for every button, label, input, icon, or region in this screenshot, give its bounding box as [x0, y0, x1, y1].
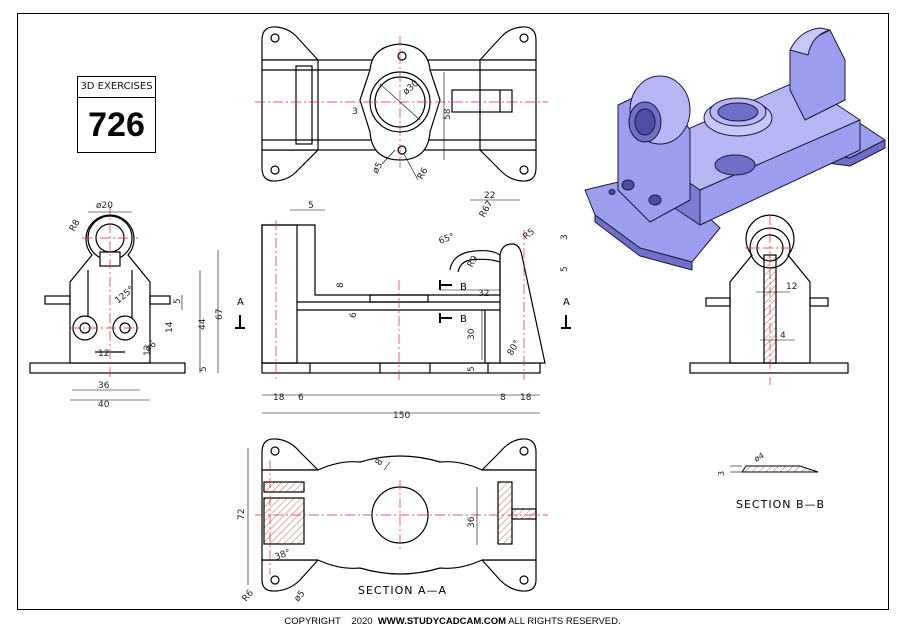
svg-text:ø4: ø4 — [753, 451, 766, 464]
svg-text:14: 14 — [165, 321, 175, 333]
svg-text:44: 44 — [198, 318, 208, 330]
svg-text:6: 6 — [349, 312, 359, 318]
svg-text:B: B — [460, 314, 467, 325]
svg-text:5: 5 — [199, 366, 209, 372]
section-b-markers: B B — [460, 282, 467, 325]
svg-text:A: A — [237, 297, 244, 308]
svg-text:ø20: ø20 — [96, 201, 113, 211]
svg-text:12: 12 — [143, 345, 153, 356]
copyright-label: COPYRIGHT — [284, 616, 341, 627]
exercise-number: 726 — [88, 106, 145, 144]
svg-text:30: 30 — [467, 328, 477, 340]
svg-text:32: 32 — [478, 289, 489, 299]
isometric-view — [584, 27, 886, 271]
section-b-dimensions: 3 ø4 — [717, 451, 766, 476]
svg-text:8: 8 — [500, 393, 506, 403]
svg-text:ø5: ø5 — [371, 161, 385, 176]
copyright-year: 2020 — [351, 616, 373, 627]
copyright-footer: COPYRIGHT 2020 WWW.STUDYCADCAM.COM ALL R… — [0, 616, 905, 627]
drawing-frame — [17, 13, 889, 610]
svg-text:ø5: ø5 — [293, 589, 308, 604]
section-a-arrows — [235, 315, 571, 329]
section-a-view — [247, 438, 548, 592]
svg-text:8: 8 — [374, 457, 386, 467]
svg-text:R6: R6 — [416, 166, 431, 182]
svg-text:12: 12 — [98, 349, 109, 359]
section-b-view — [730, 465, 819, 473]
svg-text:B: B — [460, 282, 467, 293]
title-block: 3D EXERCISES 726 — [77, 76, 156, 153]
title-block-label: 3D EXERCISES — [78, 77, 155, 98]
svg-text:R67: R67 — [478, 199, 496, 219]
svg-text:3: 3 — [560, 234, 570, 240]
top-view — [255, 26, 548, 182]
svg-text:12: 12 — [786, 282, 797, 292]
svg-text:4: 4 — [780, 331, 786, 341]
svg-text:A: A — [563, 297, 570, 308]
svg-text:40: 40 — [98, 400, 110, 410]
svg-text:22: 22 — [484, 191, 495, 201]
site-link[interactable]: WWW.STUDYCADCAM.COM — [377, 616, 507, 627]
svg-text:6: 6 — [298, 393, 304, 403]
svg-text:65°: 65° — [438, 232, 456, 247]
svg-text:R8: R8 — [68, 218, 83, 234]
svg-text:36: 36 — [98, 381, 110, 391]
svg-text:R6: R6 — [241, 588, 257, 604]
svg-text:R9: R9 — [466, 254, 481, 270]
svg-text:36: 36 — [467, 516, 477, 528]
left-view — [29, 205, 219, 401]
svg-text:18: 18 — [520, 393, 532, 403]
svg-text:5: 5 — [467, 366, 477, 372]
svg-text:5: 5 — [308, 201, 314, 211]
section-a-label: SECTION A—A — [358, 584, 447, 597]
svg-text:3: 3 — [717, 471, 726, 476]
svg-text:5: 5 — [560, 266, 570, 272]
svg-text:8: 8 — [336, 282, 346, 288]
section-b-label: SECTION B—B — [736, 498, 825, 511]
svg-text:72: 72 — [237, 509, 247, 520]
rights-label: ALL RIGHTS RESERVED. — [508, 616, 621, 627]
svg-text:18: 18 — [273, 393, 285, 403]
section-b-arrows — [439, 280, 452, 323]
section-a-markers: A A — [237, 297, 570, 308]
front-view — [261, 199, 546, 414]
svg-text:58: 58 — [443, 108, 453, 120]
svg-text:5: 5 — [173, 298, 183, 304]
svg-text:67: 67 — [215, 309, 225, 320]
right-view — [689, 214, 849, 385]
right-view-dimensions: 12 4 — [780, 282, 797, 341]
svg-text:150: 150 — [393, 411, 410, 421]
svg-text:3: 3 — [352, 107, 358, 117]
